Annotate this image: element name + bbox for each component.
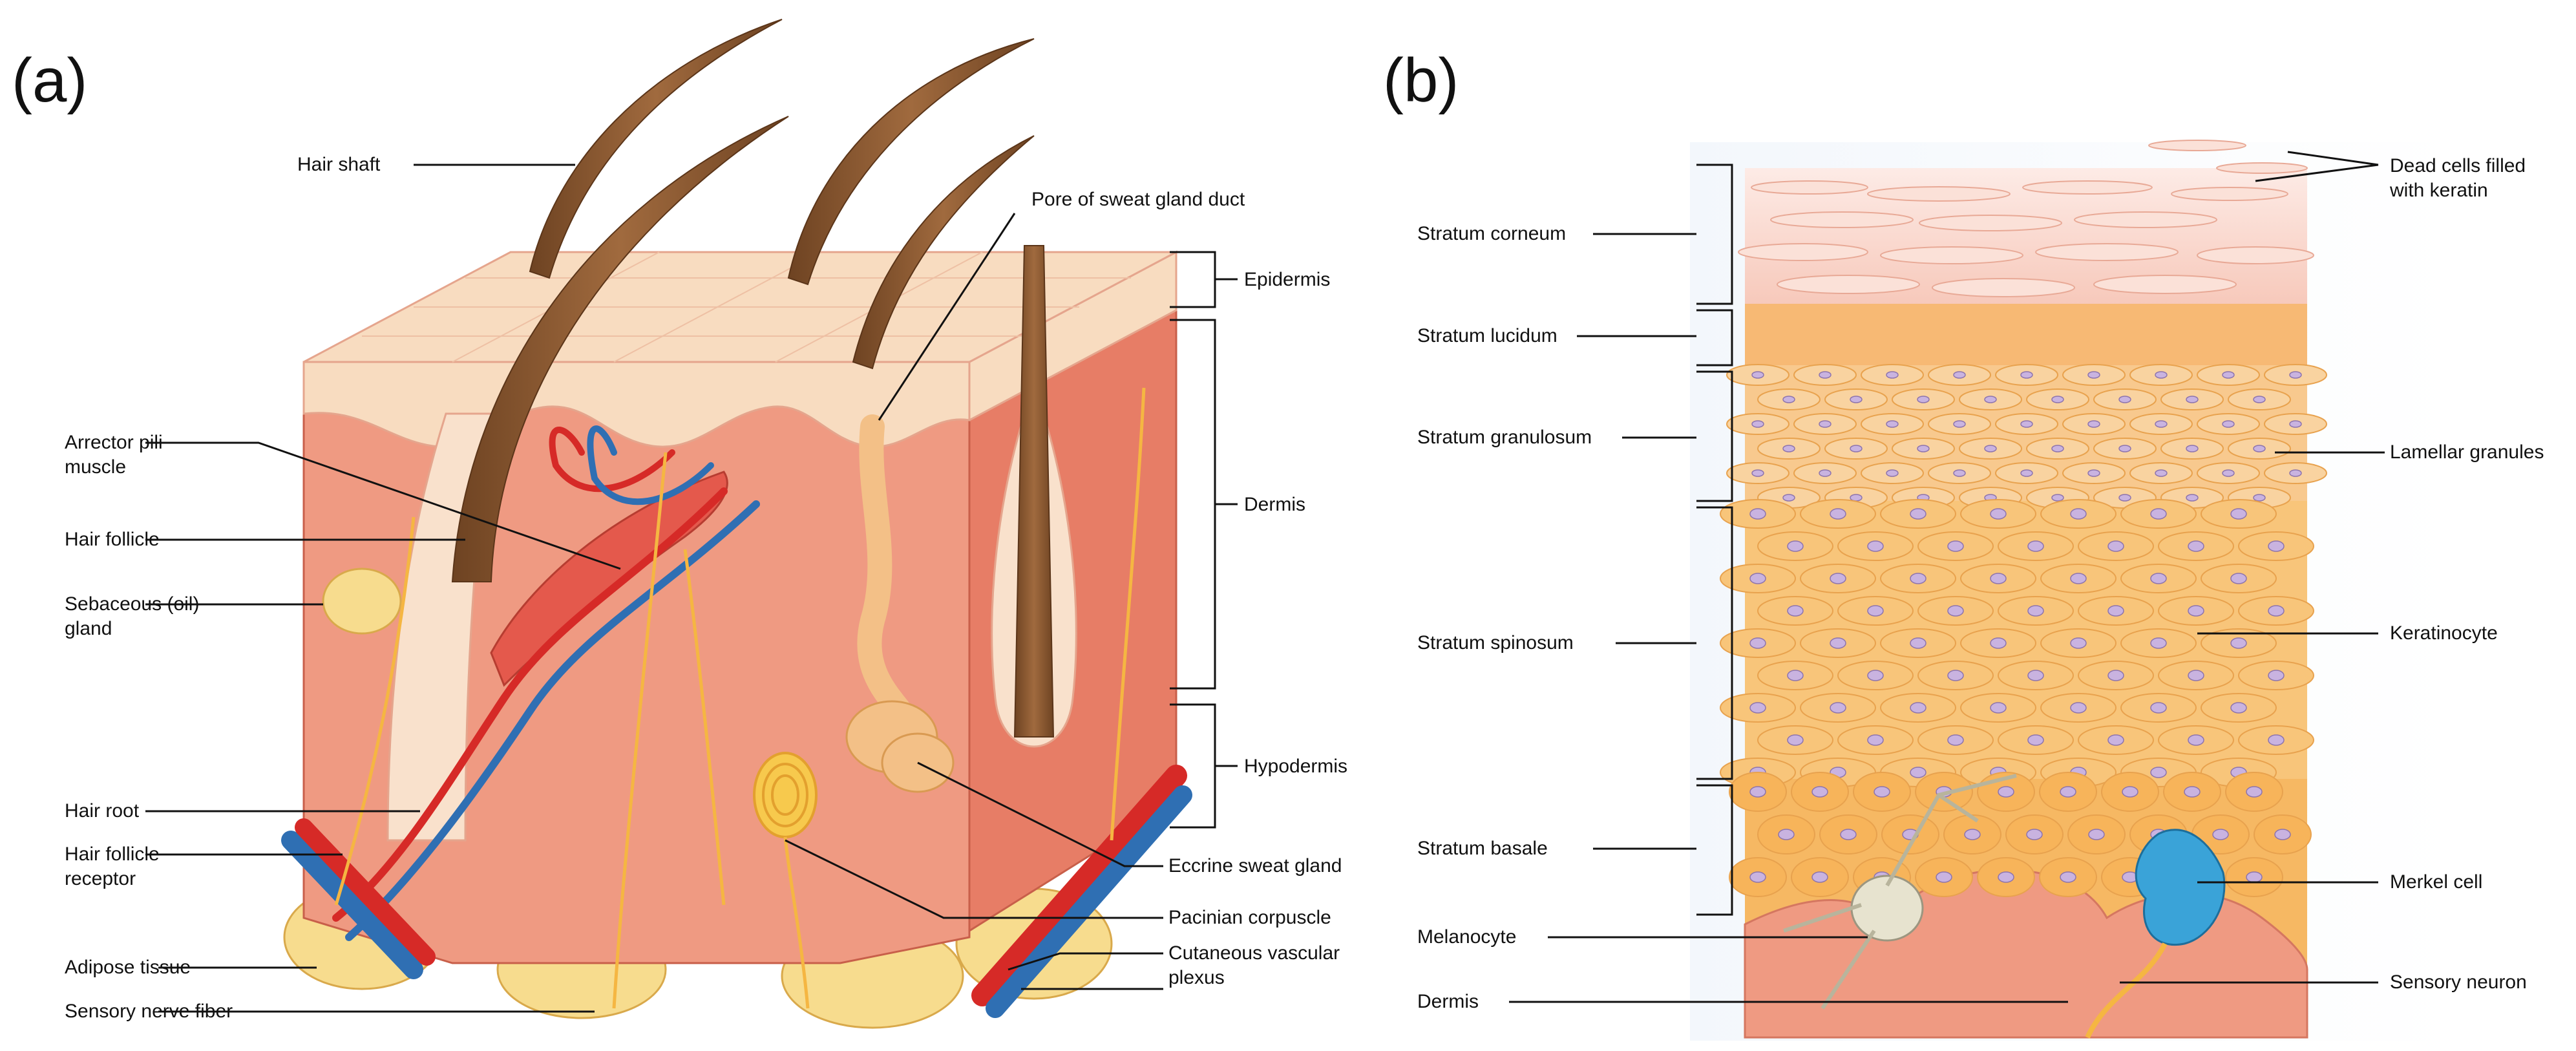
label-lamellar-granules: Lamellar granules	[2390, 441, 2544, 463]
label-cutaneous-line1: Cutaneous vascular	[1168, 942, 1340, 964]
layer-lucidum	[1745, 304, 2307, 365]
label-hair-shaft: Hair shaft	[297, 154, 381, 175]
label-eccrine-sweat-gland: Eccrine sweat gland	[1168, 855, 1342, 876]
label-stratum-granulosum: Stratum granulosum	[1417, 427, 1592, 448]
melanocyte-dendrites	[1783, 774, 2017, 1010]
label-hypodermis: Hypodermis	[1244, 756, 1348, 777]
sebaceous-gland	[322, 568, 402, 635]
label-merkel-cell: Merkel cell	[2390, 871, 2483, 893]
label-hair-root: Hair root	[65, 800, 140, 822]
label-follicle-receptor-line1: Hair follicle	[65, 844, 160, 865]
label-arrector-pili: Arrector pili muscle	[65, 430, 163, 479]
label-cutaneous-line2: plexus	[1168, 966, 1225, 988]
label-hair-follicle: Hair follicle	[65, 529, 160, 550]
label-stratum-basale: Stratum basale	[1417, 838, 1548, 859]
leader-lines	[145, 151, 2385, 1013]
label-stratum-spinosum: Stratum spinosum	[1417, 632, 1574, 653]
label-sensory-neuron: Sensory neuron	[2390, 971, 2527, 993]
keratinocyte-cells	[1720, 364, 2327, 897]
label-cutaneous-plexus: Cutaneous vascular plexus	[1168, 941, 1340, 990]
label-dead-cells-line1: Dead cells filled	[2390, 155, 2526, 176]
panel-a-letter: (a)	[12, 46, 88, 115]
label-arrector-pili-line1: Arrector pili	[65, 432, 163, 453]
panel-b-illustration	[1690, 140, 2453, 1041]
sensory-neuron-fiber	[2085, 942, 2168, 1039]
label-dermis-a: Dermis	[1244, 494, 1305, 515]
merkel-cell-shape	[2135, 829, 2226, 946]
hair-shafts	[451, 19, 1035, 582]
label-dermis-b: Dermis	[1417, 991, 1479, 1012]
sweat-gland-duct	[857, 414, 917, 730]
label-sebaceous-gland: Sebaceous (oil) gland	[65, 592, 199, 641]
label-keratinocyte: Keratinocyte	[2390, 622, 2498, 644]
blood-vessels	[281, 425, 1192, 1018]
panel-b-letter: (b)	[1383, 46, 1459, 115]
panel-a-illustration	[281, 19, 1192, 1029]
label-stratum-corneum: Stratum corneum	[1417, 223, 1567, 244]
label-stratum-lucidum: Stratum lucidum	[1417, 325, 1557, 346]
sensory-nerves	[334, 387, 1146, 1009]
label-pacinian-corpuscle: Pacinian corpuscle	[1168, 907, 1331, 928]
label-adipose-tissue: Adipose tissue	[65, 957, 191, 978]
hair-right-shaft	[1013, 245, 1055, 738]
label-dead-cells-keratin: Dead cells filled with keratin	[2390, 154, 2526, 202]
label-epidermis: Epidermis	[1244, 269, 1331, 290]
label-melanocyte: Melanocyte	[1417, 926, 1517, 948]
label-dead-cells-line2: with keratin	[2390, 179, 2488, 201]
label-follicle-receptor-line2: receptor	[65, 867, 136, 889]
label-arrector-pili-line2: muscle	[65, 456, 127, 478]
pacinian-corpuscle	[753, 752, 818, 838]
dead-keratin-cells	[1738, 140, 2314, 297]
label-sensory-nerve-fiber: Sensory nerve fiber	[65, 1001, 233, 1022]
label-hair-follicle-receptor: Hair follicle receptor	[65, 842, 160, 891]
label-sebaceous-line2: gland	[65, 617, 112, 639]
eccrine-sweat-gland	[845, 700, 955, 793]
label-sebaceous-line1: Sebaceous (oil)	[65, 593, 200, 615]
label-pore-sweat-duct: Pore of sweat gland duct	[1031, 189, 1245, 210]
